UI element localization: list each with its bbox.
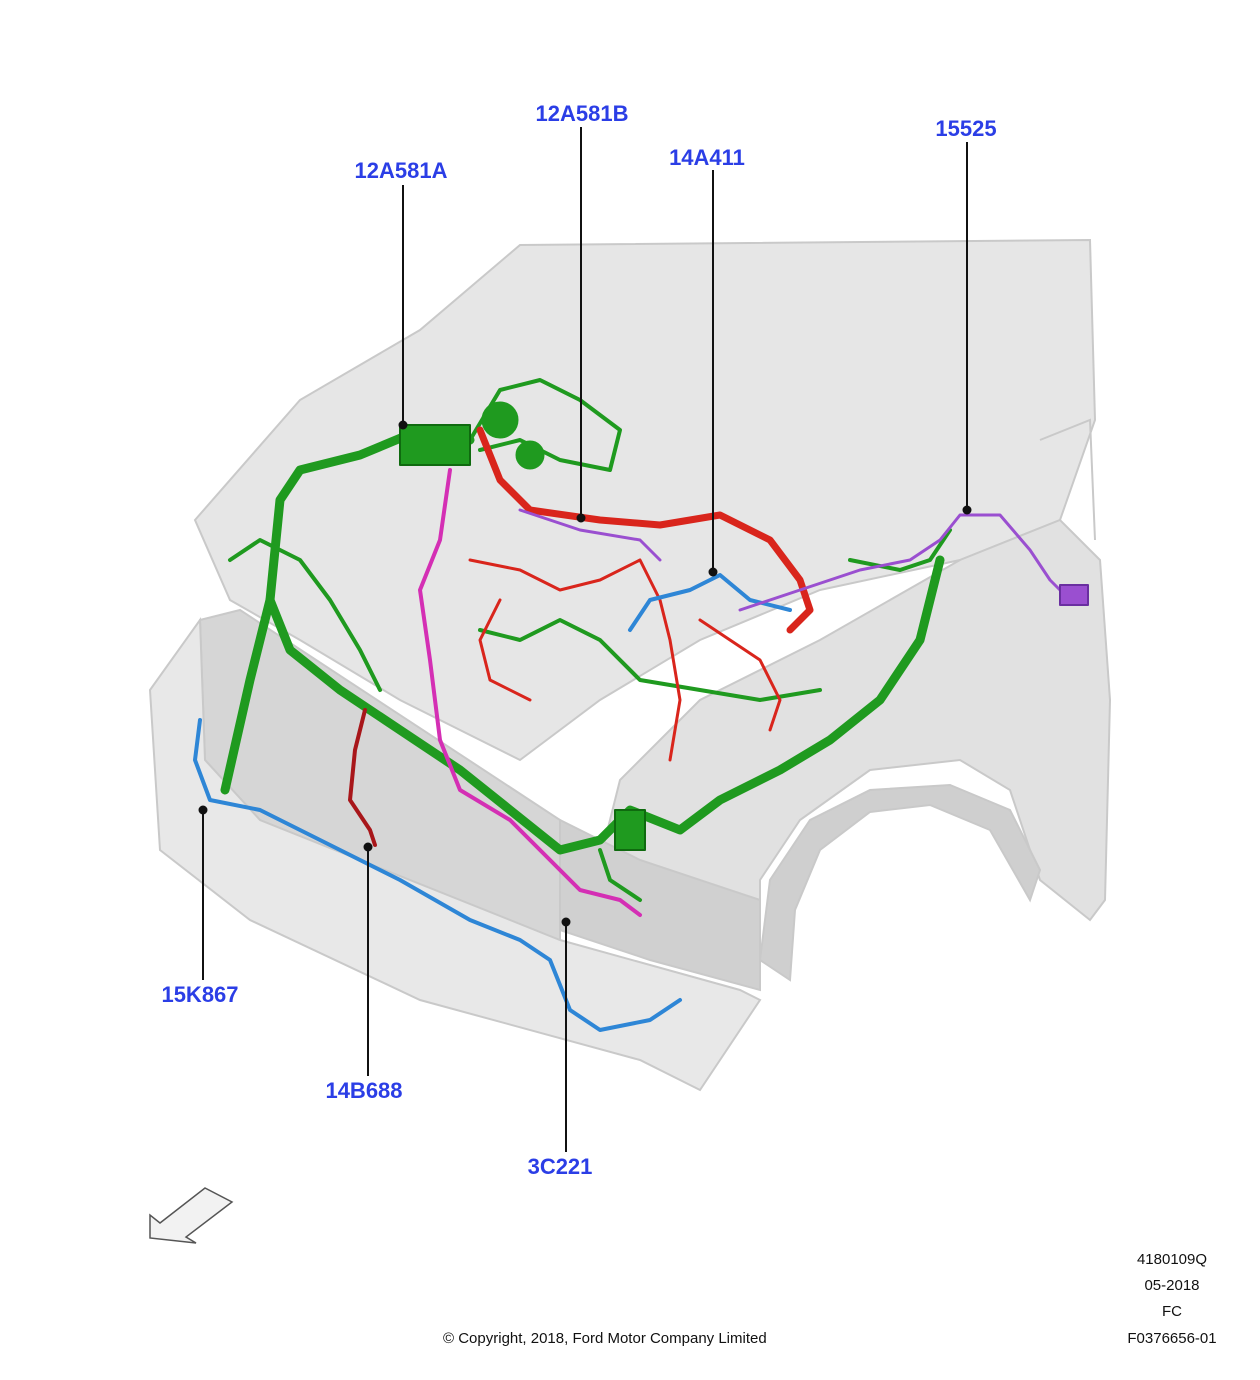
fender	[598, 518, 1112, 962]
front-bumper	[148, 617, 762, 1092]
callout-label-14B688: 14B688	[325, 1078, 403, 1103]
drawing-date: 05-2018	[1144, 1277, 1200, 1294]
truck-body	[148, 238, 1112, 1092]
wheel-arch	[758, 783, 1042, 982]
callout-label-15K867: 15K867	[161, 982, 239, 1007]
purple-connector	[1059, 584, 1089, 606]
drawing-code: 4180109Q	[1136, 1251, 1208, 1268]
connector-block	[614, 809, 646, 851]
relay-cluster-2	[515, 440, 545, 470]
figure-number: F0376656-01	[1127, 1330, 1217, 1347]
fuse-box	[399, 424, 471, 466]
harness-darkred	[348, 708, 377, 847]
copyright-notice: © Copyright, 2018, Ford Motor Company Li…	[443, 1330, 767, 1347]
callout-label-15525: 15525	[935, 116, 997, 141]
harness-green	[220, 378, 952, 902]
windshield-edge	[1039, 418, 1096, 541]
headlamp	[559, 818, 761, 992]
callout-label-14A411: 14A411	[669, 145, 745, 170]
drawing-region: FC	[1162, 1303, 1182, 1320]
leader-lines	[198, 127, 972, 1152]
callout-label-3C221: 3C221	[527, 1154, 593, 1179]
relay-cluster	[481, 401, 519, 439]
direction-arrow	[149, 1187, 234, 1244]
callout-label-12A581B: 12A581B	[535, 101, 629, 126]
harness-blue	[193, 573, 792, 1032]
hood	[193, 238, 1097, 762]
harness-magenta	[418, 468, 642, 917]
harness-purple	[518, 508, 1089, 612]
harness-red	[468, 426, 814, 762]
callout-label-12A581A: 12A581A	[354, 158, 448, 183]
